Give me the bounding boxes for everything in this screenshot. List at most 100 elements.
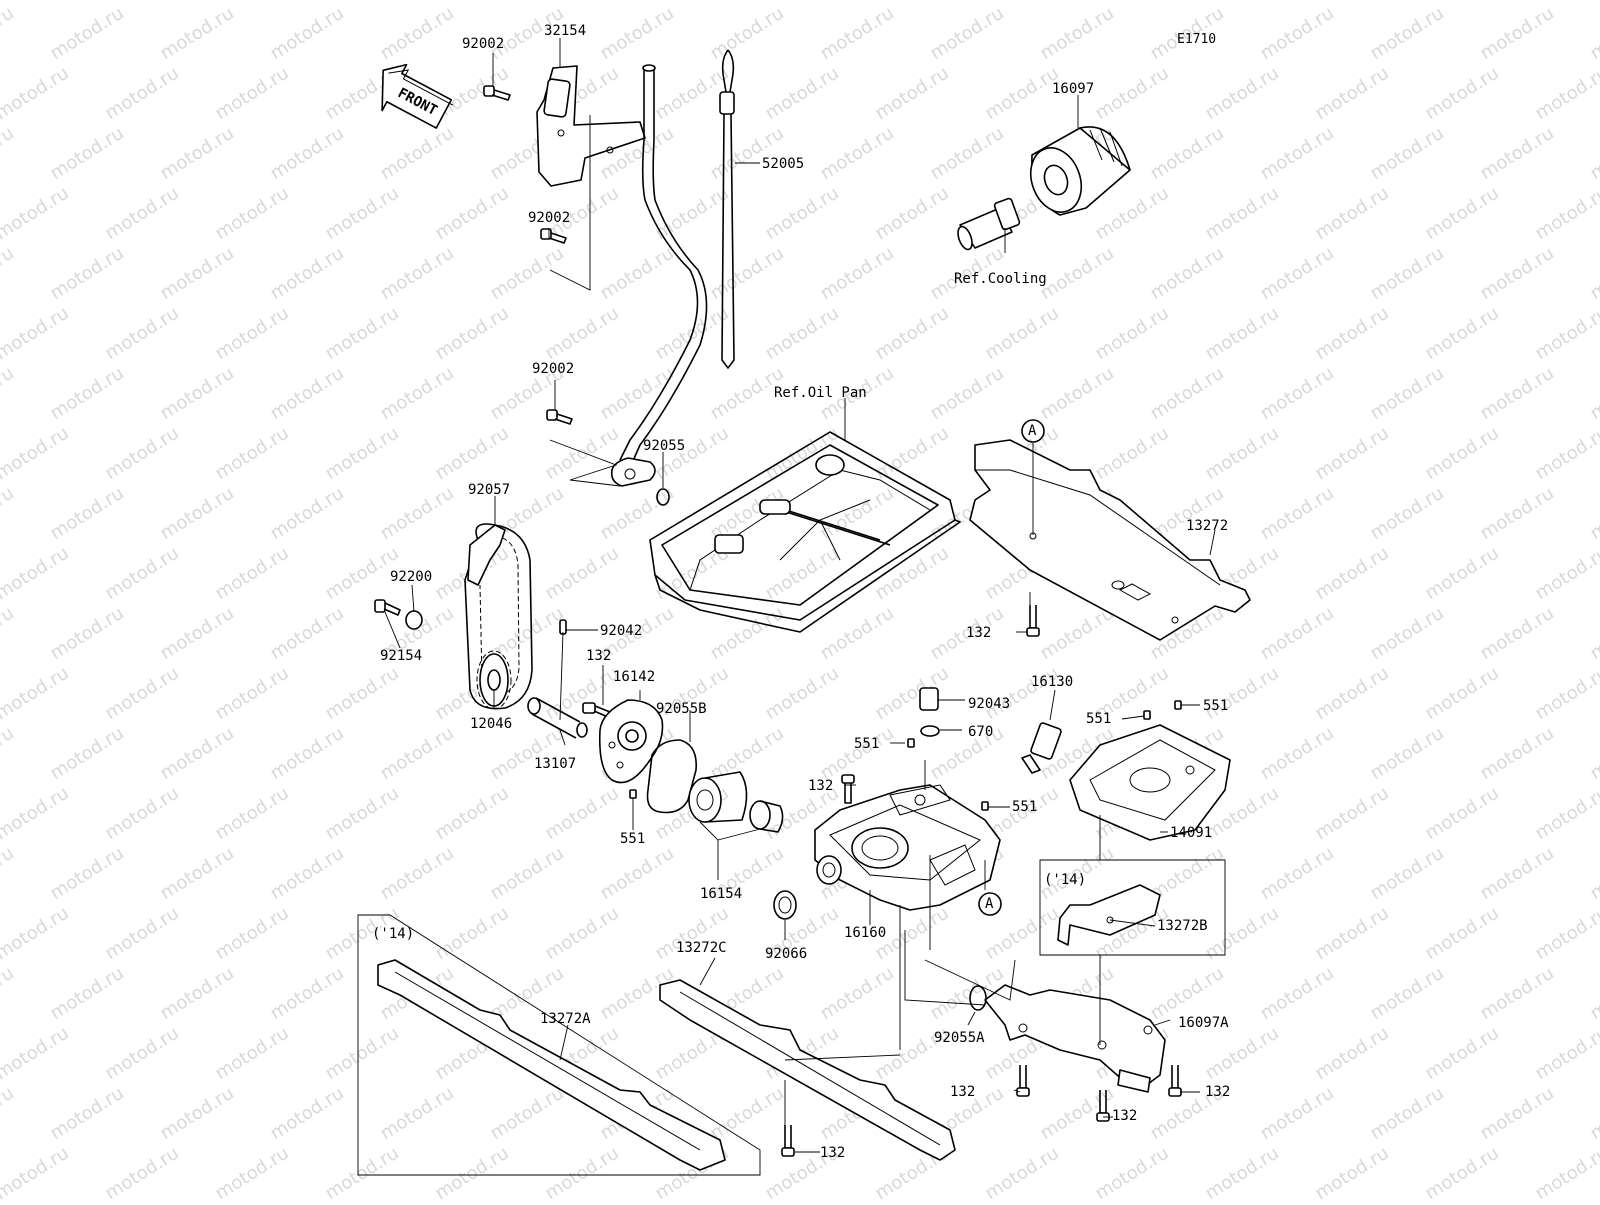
watermark-text: motod.ru [597,243,678,305]
watermark-text: motod.ru [1422,783,1503,845]
relief-valve-16130 [1021,722,1062,774]
part-label-551: 551 [1086,711,1111,727]
watermark-text: motod.ru [267,723,348,785]
watermark-text: motod.ru [1532,1143,1600,1200]
watermark-text: motod.ru [1422,303,1503,365]
watermark-text: motod.ru [982,1143,1063,1200]
dowel-551-b [981,801,989,811]
watermark-text: motod.ru [927,3,1008,65]
watermark-text: motod.ru [1587,723,1600,785]
watermark-text: motod.ru [1367,483,1448,545]
part-label-14: ('14) [1044,872,1086,888]
part-label-92042: 92042 [600,623,642,639]
watermark-text: motod.ru [1367,243,1448,305]
watermark-text: motod.ru [0,63,73,125]
pin-92042 [559,619,567,635]
watermark-text: motod.ru [267,843,348,905]
part-label-132: 132 [966,625,991,641]
watermark-text: motod.ru [1367,123,1448,185]
watermark-text: motod.ru [817,243,898,305]
watermark-text: motod.ru [1202,63,1283,125]
watermark-text: motod.ru [1092,423,1173,485]
watermark-text: motod.ru [0,663,73,725]
watermark-text: motod.ru [157,963,238,1025]
watermark-text: motod.ru [267,483,348,545]
part-label-551: 551 [854,736,879,752]
bolt-92154 [374,599,401,616]
bolt-92002-c [546,409,573,425]
baffle-plate-13272 [969,439,1251,641]
part-label-132: 132 [586,648,611,664]
bracket-32154 [536,65,646,187]
watermark-text: motod.ru [872,303,953,365]
watermark-text: motod.ru [1037,603,1118,665]
watermark-text: motod.ru [212,543,293,605]
watermark-text: motod.ru [762,63,843,125]
watermark-text: motod.ru [982,63,1063,125]
watermark-text: motod.ru [487,1083,568,1145]
watermark-text: motod.ru [1092,303,1173,365]
watermark-text: motod.ru [322,423,403,485]
watermark-text: motod.ru [1367,1083,1448,1145]
part-label-52005: 52005 [762,156,804,172]
watermark-text: motod.ru [1037,363,1118,425]
bolt-132-baffle [1026,605,1040,637]
bolt-132-13272c [781,1125,795,1157]
watermark-text: motod.ru [1477,843,1558,905]
watermark-text: motod.ru [762,183,843,245]
rotor-16154 [688,771,784,833]
watermark-text: motod.ru [1257,1083,1338,1145]
watermark-text: motod.ru [47,363,128,425]
part-label-132: 132 [1205,1084,1230,1100]
watermark-text: motod.ru [0,723,18,785]
dowel-551-pump [629,789,637,799]
watermark-text: motod.ru [872,663,953,725]
watermark-text: motod.ru [817,3,898,65]
watermark-text: motod.ru [1587,363,1600,425]
watermark-text: motod.ru [47,243,128,305]
part-label-92002: 92002 [528,210,570,226]
watermark-text: motod.ru [157,3,238,65]
watermark-text: motod.ru [1532,183,1600,245]
watermark-text: motod.ru [1422,423,1503,485]
watermark-text: motod.ru [707,123,788,185]
part-label-92055a: 92055A [934,1030,985,1046]
watermark-text: motod.ru [1257,963,1338,1025]
watermark-text: motod.ru [1532,63,1600,125]
part-label-132: 132 [1112,1108,1137,1124]
watermark-text: motod.ru [432,303,513,365]
watermark-text: motod.ru [1257,723,1338,785]
part-label-670: 670 [968,724,993,740]
sleeve-92043 [919,687,939,711]
watermark-text: motod.ru [1312,543,1393,605]
o-ring-92055a [969,985,987,1011]
watermark-text: motod.ru [47,723,128,785]
watermark-text: motod.ru [102,183,183,245]
oil-pan-reference [649,431,961,633]
watermark-text: motod.ru [1477,3,1558,65]
watermark-text: motod.ru [267,603,348,665]
watermark-text: motod.ru [47,3,128,65]
o-ring-92055 [656,488,670,506]
watermark-text: motod.ru [212,903,293,965]
watermark-text: motod.ru [1587,843,1600,905]
baffle-13272c [659,979,956,1161]
watermark-text: motod.ru [1367,963,1448,1025]
watermark-text: motod.ru [1532,423,1600,485]
watermark-text: motod.ru [432,783,513,845]
watermark-text: motod.ru [597,483,678,545]
front-arrow-icon: FRONT [381,63,454,129]
strainer-14091 [1069,724,1231,841]
watermark-text: motod.ru [0,903,73,965]
watermark-text: motod.ru [1532,0,1600,4]
watermark-text: motod.ru [0,843,18,905]
watermark-text: motod.ru [1587,243,1600,305]
watermark-text: motod.ru [267,363,348,425]
watermark-text: motod.ru [102,1023,183,1085]
watermark-text: motod.ru [47,123,128,185]
watermark-text: motod.ru [0,1083,18,1145]
box-13272a [357,914,761,1176]
watermark-text: motod.ru [1037,3,1118,65]
watermark-text: motod.ru [157,1083,238,1145]
